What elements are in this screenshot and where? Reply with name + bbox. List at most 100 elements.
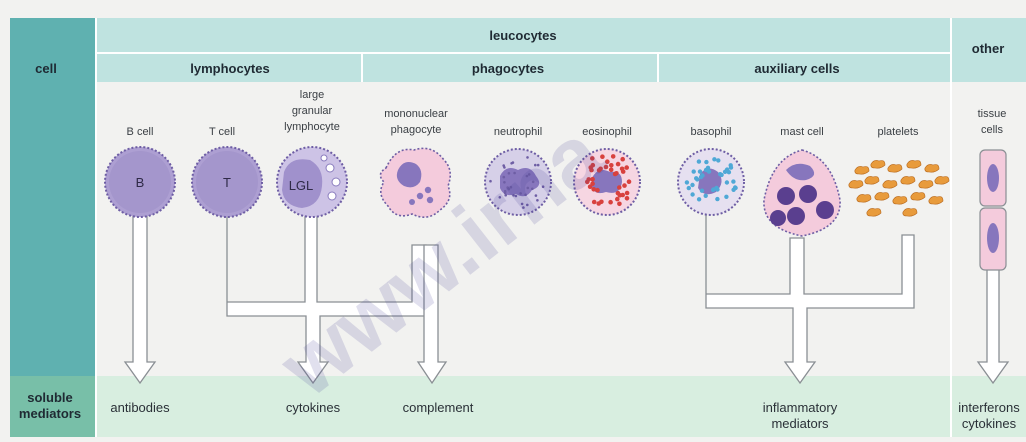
lgl-cell: LGL: [277, 147, 347, 217]
basophil-granule: [687, 186, 691, 190]
mononuclear-label-line2: phagocyte: [391, 124, 442, 136]
inflammatory-label-line2: mediators: [771, 416, 829, 431]
platelet: [857, 194, 871, 202]
tissue-cell-upper-nucleus: [987, 164, 999, 192]
basophil-granule: [712, 157, 716, 161]
basophil-granule: [711, 187, 715, 191]
tissue-cells: [980, 150, 1006, 270]
cell-row-label: cell: [35, 61, 57, 76]
lgl-granule: [332, 178, 340, 186]
label-column: [10, 18, 96, 437]
platelet: [903, 208, 917, 216]
eosinophil-granule: [624, 165, 629, 170]
basophil-granule: [685, 180, 689, 184]
antibodies-label: antibodies: [110, 400, 170, 415]
mast-granule: [770, 210, 786, 226]
complement-label: complement: [403, 400, 474, 415]
basophil-granule: [715, 197, 719, 201]
basophil-granule: [704, 160, 708, 164]
platelet: [925, 164, 939, 172]
interferons-label-line1: interferons: [958, 400, 1020, 415]
mononuclear-granule: [425, 187, 431, 193]
platelet: [893, 196, 907, 204]
basophil-granule: [727, 170, 731, 174]
basophil-granule: [707, 169, 711, 173]
basophil-granule: [706, 166, 710, 170]
tissue-cells-label-line1: tissue: [978, 108, 1007, 120]
lymphocytes-header: lymphocytes: [190, 61, 269, 76]
eosinophil-granule: [625, 196, 630, 201]
t-cell-inner-label: T: [223, 175, 231, 190]
basophil-granule: [725, 180, 729, 184]
tissue-cells-label-line2: cells: [981, 124, 1004, 136]
eosinophil-granule: [617, 185, 622, 190]
basophil-granule: [729, 165, 733, 169]
lgl-granule: [328, 192, 336, 200]
mast-granule: [777, 187, 795, 205]
eosinophil-granule: [611, 154, 616, 159]
platelet: [867, 208, 881, 216]
phagocytes-header: phagocytes: [472, 61, 544, 76]
platelet: [875, 192, 889, 200]
platelet: [929, 196, 943, 204]
mast-cell-label: mast cell: [780, 126, 823, 138]
basophil-cell: [678, 149, 744, 215]
basophil-granule: [692, 169, 696, 173]
eosinophil-granule: [622, 183, 627, 188]
eosinophil-label: eosinophil: [582, 126, 632, 138]
platelet: [907, 160, 921, 168]
eosinophil-granule: [627, 179, 632, 184]
inflammatory-label-line1: inflammatory: [763, 400, 838, 415]
mast-granule: [787, 207, 805, 225]
basophil-granule: [719, 173, 723, 177]
leucocytes-header: leucocytes: [489, 28, 556, 43]
eosinophil-granule: [596, 201, 601, 206]
platelet: [871, 160, 885, 168]
b-cell-label: B cell: [127, 126, 154, 138]
platelet: [935, 176, 949, 184]
b-cell-inner-label: B: [136, 175, 145, 190]
basophil-granule: [690, 192, 694, 196]
basophil-granule: [690, 183, 694, 187]
basophil-granule: [723, 170, 727, 174]
t-cell-label: T cell: [209, 126, 235, 138]
basophil-granule: [716, 158, 720, 162]
platelet: [849, 180, 863, 188]
tissue-cell-lower-nucleus: [987, 223, 999, 253]
basophil-granule: [700, 189, 704, 193]
basophil-granule: [715, 187, 719, 191]
basophil-granule: [694, 176, 698, 180]
lgl-inner-label: LGL: [289, 178, 314, 193]
eosinophil-granule: [620, 167, 625, 172]
basophil-granule: [697, 197, 701, 201]
basophil-granule: [697, 159, 701, 163]
basophil-label: basophil: [691, 126, 732, 138]
lgl-granule: [326, 164, 334, 172]
basophil-granule: [699, 175, 703, 179]
interferons-label-line2: cytokines: [962, 416, 1017, 431]
basophil-granule: [731, 179, 735, 183]
basophil-granule: [724, 195, 728, 199]
eosinophil-granule: [608, 200, 613, 205]
other-header: other: [972, 41, 1005, 56]
eosinophil-granule: [620, 193, 625, 198]
mononuclear-granule: [417, 193, 423, 199]
platelet: [865, 176, 879, 184]
platelet: [883, 180, 897, 188]
lgl-label-line1: large: [300, 89, 324, 101]
platelet: [888, 164, 902, 172]
platelet: [855, 166, 869, 174]
platelet: [901, 176, 915, 184]
mast-granule: [799, 185, 817, 203]
basophil-granule: [698, 169, 702, 173]
lgl-label-line3: lymphocyte: [284, 121, 340, 133]
platelet: [911, 192, 925, 200]
eosinophil-granule: [616, 162, 621, 167]
platelet: [919, 180, 933, 188]
mononuclear-granule: [427, 197, 433, 203]
basophil-granule: [704, 194, 708, 198]
soluble-mediators-label-line1: soluble: [27, 390, 73, 405]
eosinophil-granule: [625, 191, 630, 196]
eosinophil-granule: [609, 163, 614, 168]
